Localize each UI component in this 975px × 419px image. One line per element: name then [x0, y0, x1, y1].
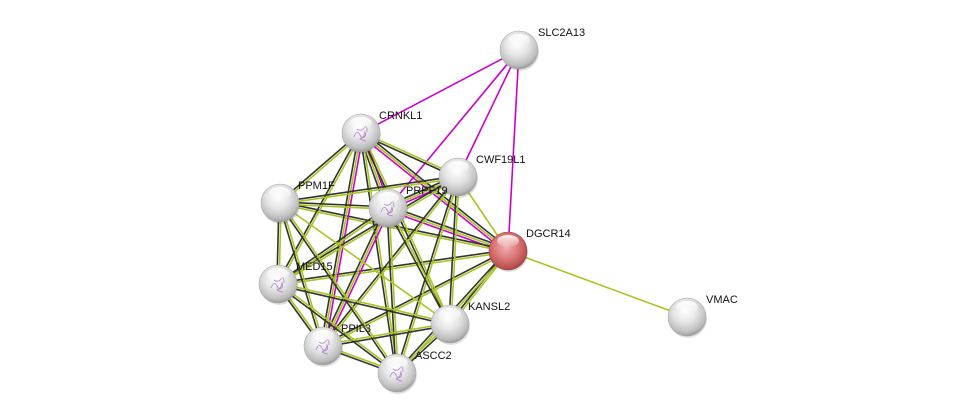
- edge-line-textmining: [278, 133, 363, 285]
- edge-slc2a13-dgcr14[interactable]: [507, 49, 520, 252]
- node-label: MED15: [296, 261, 333, 273]
- node-highlight: [497, 235, 519, 247]
- node-highlight: [508, 34, 530, 46]
- node-ppm1f[interactable]: PPM1F: [260, 180, 335, 224]
- edge-line-coexpression: [279, 175, 458, 203]
- edge-prpf19-med15[interactable]: [276, 206, 390, 286]
- node-label: KANSL2: [468, 301, 510, 313]
- edge-slc2a13-prpf19[interactable]: [387, 49, 520, 209]
- edge-ppm1f-ppil3[interactable]: [278, 202, 325, 347]
- edge-line-coexpression: [361, 130, 510, 250]
- node-highlight: [377, 192, 399, 204]
- edge-line-experimental: [360, 49, 520, 134]
- edge-line-textmining: [397, 177, 460, 374]
- edge-med15-ascc2[interactable]: [276, 282, 399, 375]
- edge-line-textmining: [507, 250, 688, 318]
- node-label: VMAC: [706, 294, 738, 306]
- edge-line-coexpression: [386, 208, 450, 325]
- edge-line-coexpression: [323, 324, 451, 348]
- edge-line-textmining: [280, 202, 325, 346]
- node-vmac[interactable]: VMAC: [667, 294, 738, 338]
- edge-cwf19l1-kansl2[interactable]: [448, 176, 460, 325]
- edge-line-coexpression: [322, 249, 508, 346]
- node-ascc2[interactable]: ASCC2: [377, 350, 452, 394]
- edge-cwf19l1-ppm1f[interactable]: [279, 175, 459, 205]
- node-label: PPM1F: [298, 180, 335, 192]
- edge-prpf19-kansl2[interactable]: [386, 207, 452, 325]
- node-highlight: [269, 187, 291, 199]
- node-label: ASCC2: [415, 350, 452, 362]
- edge-line-textmining: [278, 208, 390, 286]
- edge-line-textmining: [278, 282, 451, 324]
- node-highlight: [439, 308, 461, 320]
- edge-med15-kansl2[interactable]: [277, 282, 451, 326]
- node-label: CRNKL1: [379, 110, 422, 122]
- node-slc2a13[interactable]: SLC2A13: [499, 27, 585, 71]
- edge-line-experimental: [507, 49, 520, 252]
- edge-line-experimental: [387, 49, 520, 209]
- edge-line-textmining: [388, 207, 399, 373]
- edge-line-coexpression: [276, 132, 361, 284]
- edge-ppm1f-ascc2[interactable]: [278, 201, 399, 375]
- node-highlight: [267, 268, 289, 280]
- edge-dgcr14-vmac[interactable]: [507, 250, 688, 318]
- edge-slc2a13-cwf19l1[interactable]: [457, 49, 520, 178]
- node-cwf19l1[interactable]: CWF19L1: [438, 154, 526, 198]
- edge-line-textmining: [279, 202, 451, 325]
- node-kansl2[interactable]: KANSL2: [430, 301, 510, 345]
- node-label: DGCR14: [526, 228, 571, 240]
- edge-line-textmining: [322, 322, 450, 346]
- edge-line-coexpression: [386, 208, 397, 374]
- node-highlight: [676, 301, 698, 313]
- edge-line-textmining: [278, 177, 459, 286]
- edge-crnkl1-med15[interactable]: [276, 132, 363, 285]
- edge-line-textmining: [361, 132, 452, 324]
- edge-layer: [276, 49, 688, 375]
- node-dgcr14[interactable]: DGCR14: [488, 228, 571, 272]
- edge-line-coexpression: [276, 206, 388, 284]
- edge-line-coexpression: [277, 284, 450, 326]
- edge-prpf19-ascc2[interactable]: [386, 207, 399, 374]
- edge-ppm1f-kansl2[interactable]: [279, 202, 451, 325]
- node-highlight: [350, 117, 372, 129]
- node-prpf19[interactable]: PRPF19: [368, 185, 448, 229]
- edge-cwf19l1-ascc2[interactable]: [395, 176, 460, 374]
- node-label: PPIL3: [341, 323, 371, 335]
- edge-line-textmining: [322, 132, 362, 347]
- edge-line-coexpression: [278, 203, 397, 375]
- edge-line-experimental: [324, 208, 391, 348]
- node-highlight: [447, 161, 469, 173]
- edge-line-textmining: [450, 177, 460, 325]
- edge-line-coexpression: [388, 205, 510, 250]
- node-label: SLC2A13: [538, 27, 585, 39]
- edge-line-textmining: [279, 203, 508, 253]
- edge-line-textmining: [278, 282, 399, 373]
- edge-line-coexpression: [278, 203, 323, 347]
- edge-slc2a13-crnkl1[interactable]: [360, 49, 520, 134]
- node-highlight: [386, 357, 408, 369]
- node-highlight: [312, 330, 334, 342]
- edge-line-textmining: [280, 201, 399, 373]
- edge-line-textmining: [280, 177, 459, 205]
- edge-line-textmining: [388, 207, 452, 324]
- edge-line-coexpression: [448, 176, 458, 324]
- edge-line-experimental: [457, 49, 520, 178]
- node-crnkl1[interactable]: CRNKL1: [341, 110, 422, 154]
- node-label: PRPF19: [406, 185, 448, 197]
- edge-line-textmining: [387, 207, 509, 252]
- node-label: CWF19L1: [476, 154, 526, 166]
- node-med15[interactable]: MED15: [258, 261, 333, 305]
- edge-line-coexpression: [395, 176, 458, 373]
- node-ppil3[interactable]: PPIL3: [303, 323, 371, 367]
- edge-line-textmining: [322, 207, 389, 347]
- edge-line-coexpression: [276, 284, 397, 375]
- edge-ppil3-kansl2[interactable]: [322, 322, 451, 348]
